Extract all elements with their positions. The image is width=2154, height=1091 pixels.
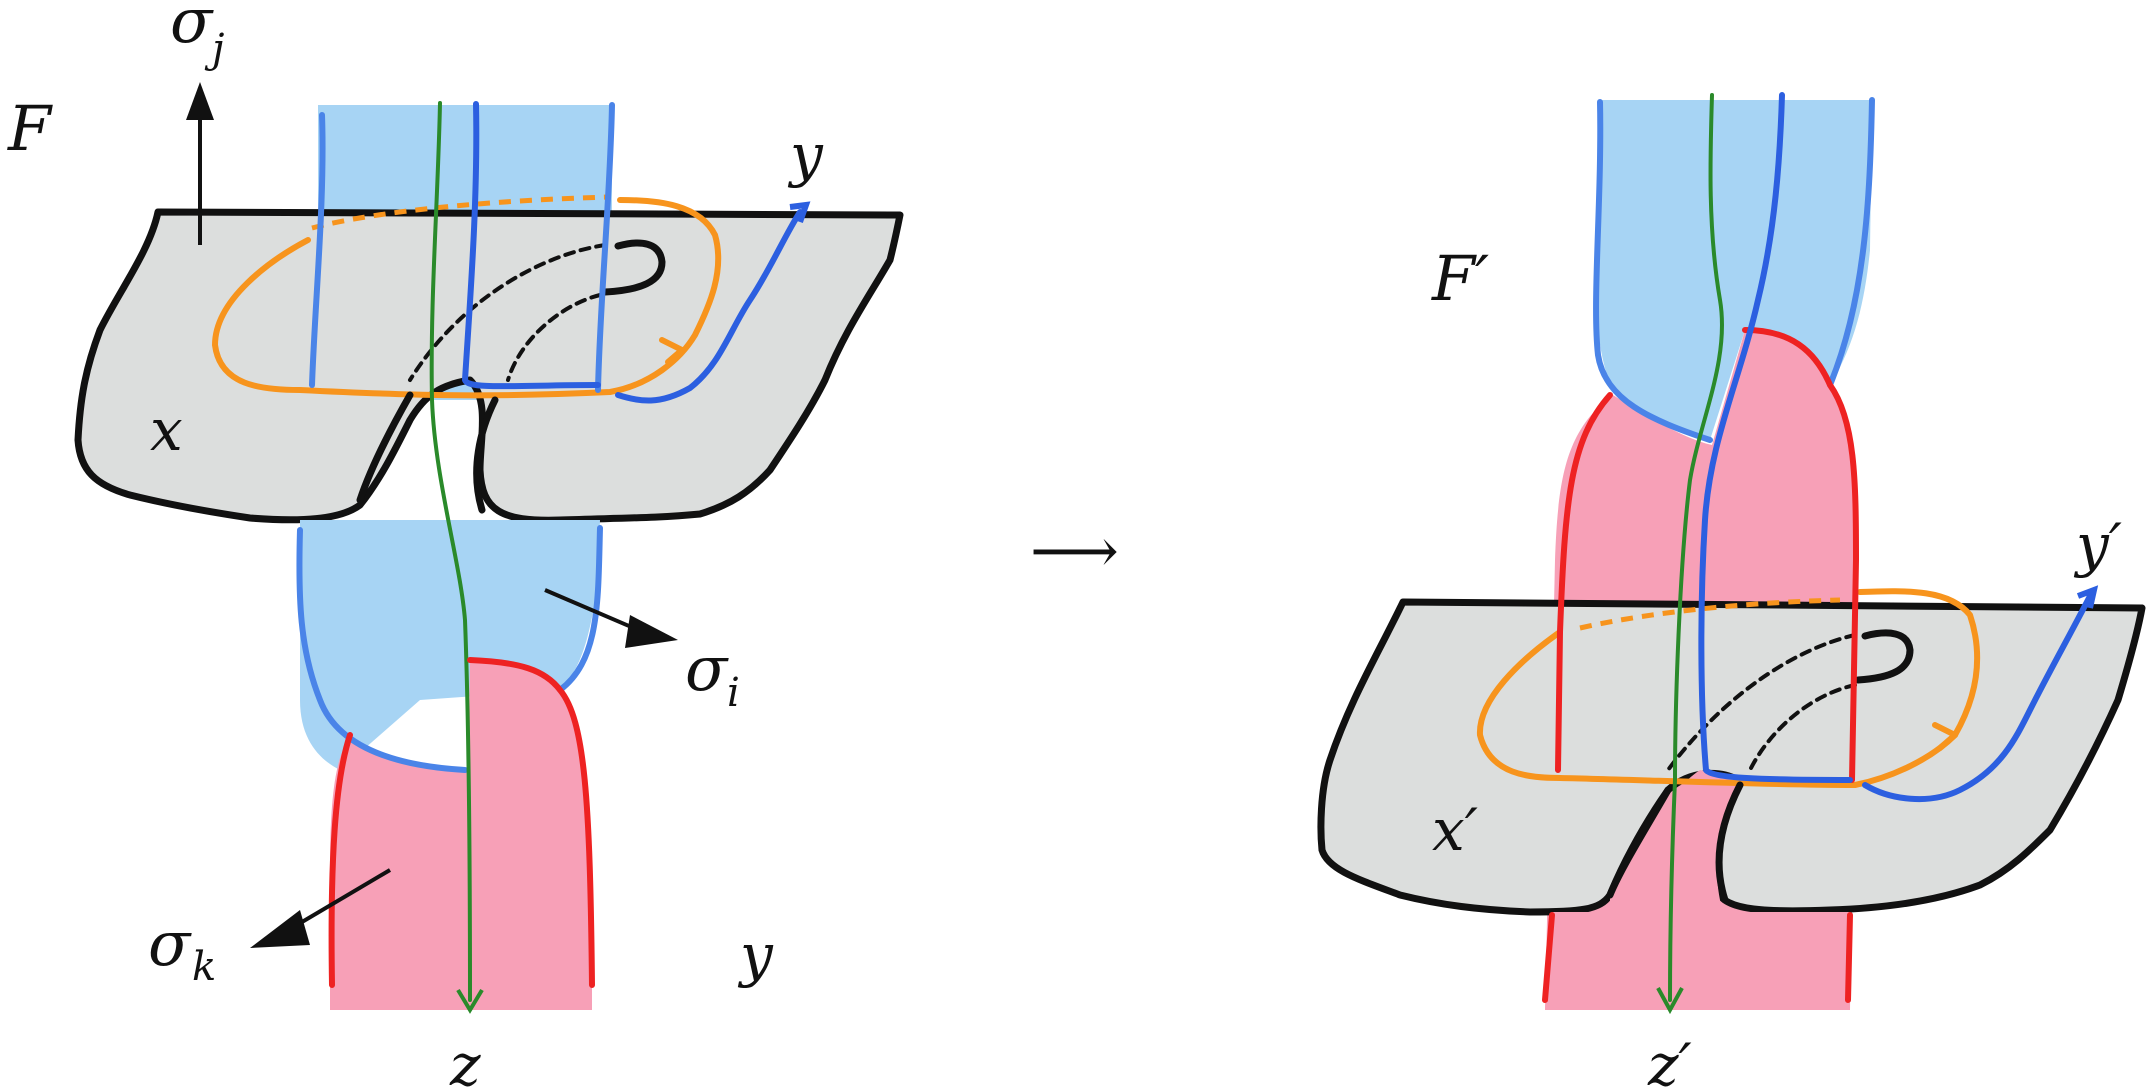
left-orange-curve <box>212 197 722 399</box>
left-blue-tube-lower <box>300 520 600 770</box>
right-pink-tube-lower <box>1545 912 1850 1010</box>
right-pink-right-edge-bottom <box>1845 912 1853 1003</box>
right-surface-F-prime <box>1317 598 2146 916</box>
right-pink-right-edge <box>1742 327 1859 783</box>
sigma-j-base: σ <box>170 0 214 57</box>
right-green-curve <box>1668 93 1725 1002</box>
left-x-label: x <box>150 396 183 464</box>
transformation-arrow: ⟶ <box>1030 514 1119 587</box>
right-pink-left-edge-bottom <box>1542 912 1555 1003</box>
right-blue-right-edge <box>1827 97 1875 388</box>
right-figure: F′ x′ y′ z′ <box>1317 92 2146 1091</box>
right-pink-left-edge-top <box>1557 392 1613 635</box>
sigma-k-sub: k <box>192 944 216 990</box>
right-darkblue-y-curve <box>1862 593 2093 802</box>
left-hole-left-edge <box>356 391 414 504</box>
right-z-label: z′ <box>1647 1031 1692 1091</box>
left-darkblue-curve <box>462 101 601 390</box>
left-pink-tube <box>330 660 592 1010</box>
sigma-i-arrowhead <box>625 615 678 648</box>
left-z-label: z <box>449 1031 481 1091</box>
left-tube-left-edge-bottom <box>296 527 468 773</box>
left-orange-arrowhead <box>659 337 685 365</box>
right-black-dashed-1 <box>1666 633 1857 772</box>
right-black-dashed-2 <box>1748 683 1857 772</box>
left-black-dashed-2 <box>506 293 602 382</box>
left-darkblue-y-curve <box>615 209 803 404</box>
right-orange-curve <box>1476 588 1981 788</box>
left-orange-dashed <box>311 194 611 231</box>
sigma-i-base: σ <box>685 632 729 705</box>
left-figure: F σ j σ i σ k x y y z <box>7 0 904 1091</box>
right-pink-through-hole <box>1610 770 1740 912</box>
sigma-i-sub: i <box>727 670 740 716</box>
right-hole-right-edge <box>1715 781 1744 904</box>
left-tube-right-edge-top <box>595 102 615 393</box>
right-blue-left-edge <box>1593 99 1713 443</box>
right-orange-arrowhead <box>1932 722 1958 751</box>
left-surface-label: F <box>7 92 53 165</box>
left-tube-right-edge-bottom <box>557 525 603 693</box>
left-y-bottom-label: y <box>737 921 774 989</box>
right-x-label: x′ <box>1432 796 1478 864</box>
left-y-top-label: y <box>787 121 824 189</box>
left-tube-left-edge-top <box>309 112 326 388</box>
right-orange-dashed <box>1579 597 1841 631</box>
right-surface-label: F′ <box>1431 242 1489 315</box>
left-surface-F <box>74 208 904 524</box>
sigma-k-base: σ <box>148 907 192 980</box>
right-pink-left-stub <box>1555 629 1563 773</box>
left-pink-left-edge <box>328 732 353 988</box>
right-darkblue-curve <box>1698 92 1853 783</box>
left-black-hook <box>601 239 666 296</box>
left-pink-right-edge <box>467 657 595 988</box>
sigma-j-arrowhead <box>186 82 214 120</box>
right-black-hook <box>1854 629 1914 684</box>
right-hole-left-edge <box>1606 786 1672 899</box>
left-green-curve <box>429 101 472 1002</box>
sigma-k-arrowhead <box>250 910 310 948</box>
left-hole-right-edge <box>473 396 499 514</box>
right-y-label: y′ <box>2073 511 2122 579</box>
